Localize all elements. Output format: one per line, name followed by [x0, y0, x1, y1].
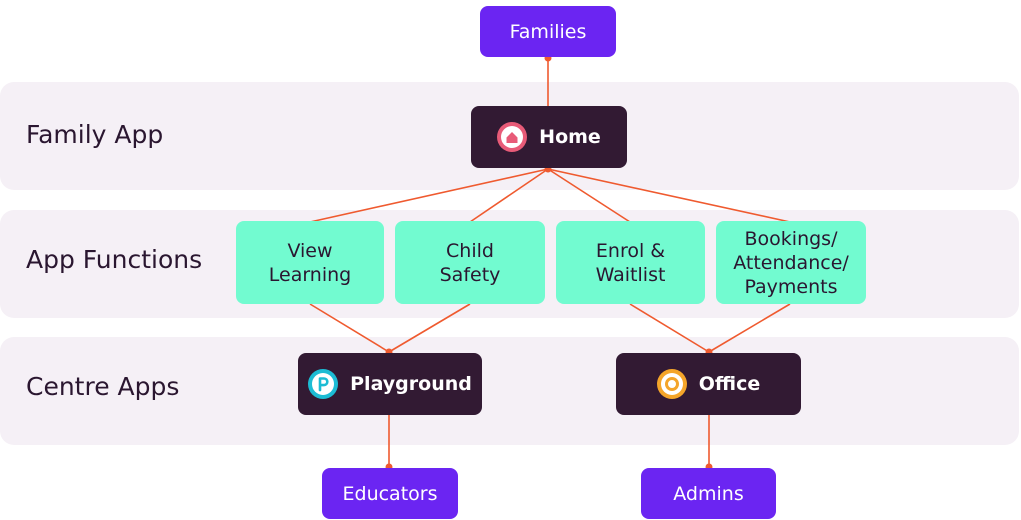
ring-icon	[656, 369, 687, 399]
node-educators-label: Educators	[342, 482, 438, 505]
node-view-learning-label: View Learning	[268, 239, 352, 286]
node-home-label: Home	[539, 126, 601, 148]
node-playground-label: Playground	[350, 373, 472, 395]
band-centre-apps	[0, 337, 1019, 445]
node-admins-label: Admins	[673, 482, 744, 505]
node-playground: Playground	[298, 353, 482, 415]
node-educators: Educators	[322, 468, 458, 519]
node-families-label: Families	[509, 20, 587, 43]
band-label-family-app: Family App	[26, 120, 164, 149]
node-families: Families	[480, 6, 616, 57]
node-enrol-waitlist-label: Enrol & Waitlist	[595, 239, 666, 286]
p-letter-icon	[308, 369, 339, 399]
node-bookings-label: Bookings/ Attendance/ Payments	[733, 227, 849, 298]
node-home: Home	[471, 106, 627, 168]
house-icon	[497, 122, 528, 152]
node-office-label: Office	[698, 373, 761, 395]
band-label-app-functions: App Functions	[26, 245, 203, 274]
node-view-learning: View Learning	[236, 221, 384, 304]
node-admins: Admins	[641, 468, 776, 519]
band-label-centre-apps: Centre Apps	[26, 372, 180, 401]
node-office: Office	[616, 353, 801, 415]
node-bookings: Bookings/ Attendance/ Payments	[716, 221, 866, 304]
node-enrol-waitlist: Enrol & Waitlist	[556, 221, 705, 304]
node-child-safety-label: Child Safety	[439, 239, 501, 286]
node-child-safety: Child Safety	[395, 221, 545, 304]
